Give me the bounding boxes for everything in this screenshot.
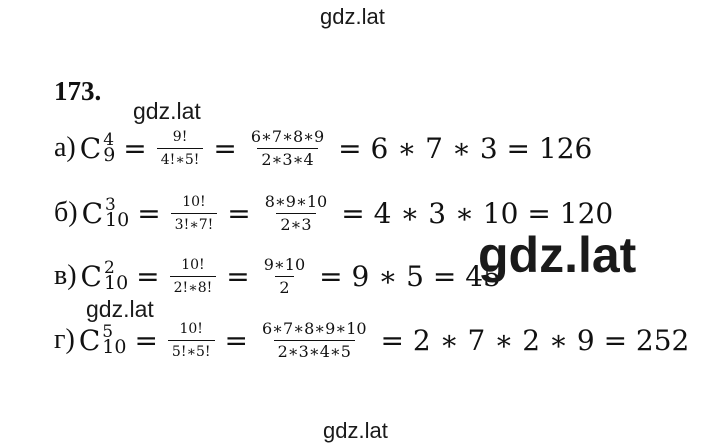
watermark-top: gdz.lat [320,4,385,29]
watermark-a: gdz.lat [133,98,201,124]
result: = 2 ∗ 7 ∗ 2 ∗ 9 = 252 [380,323,690,357]
row-label: б) [54,197,78,228]
watermark-large: gdz.lat [478,227,637,283]
equals-sign: = [123,131,147,165]
row-label: а) [54,132,76,163]
result: = 4 ∗ 3 ∗ 10 = 120 [341,196,614,230]
watermark-g: gdz.lat [86,296,154,322]
problem-number: 173. [54,76,102,106]
equals-sign: = [227,196,251,230]
row-label: в) [54,260,77,291]
fraction-1: 10!5!∗5! [167,318,215,363]
equals-sign: = [213,131,237,165]
fraction-1: 9!4!∗5! [156,126,204,171]
fraction-1: 10!3!∗7! [170,191,218,236]
equals-sign: = [134,323,158,357]
result: = 9 ∗ 5 = 45 [319,259,501,293]
equals-sign: = [137,196,161,230]
fraction-1: 10!2!∗8! [169,254,217,299]
equals-sign: = [224,323,248,357]
row-label: г) [54,324,75,355]
result: = 6 ∗ 7 ∗ 3 = 126 [338,131,593,165]
watermark-bottom: gdz.lat [323,418,388,443]
equals-sign: = [226,259,250,293]
equals-sign: = [136,259,160,293]
